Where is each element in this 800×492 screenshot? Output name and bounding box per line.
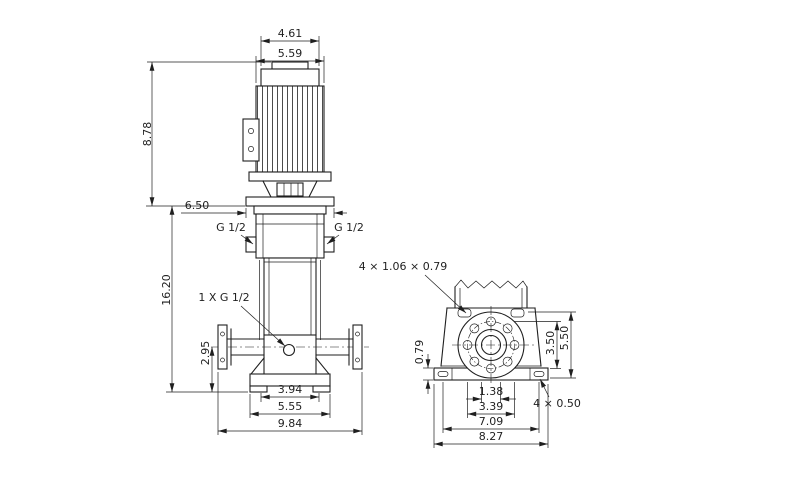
- dim-base-length: 8.27: [479, 430, 504, 443]
- dim-motor-width: 5.59: [278, 47, 303, 60]
- dim-port-height-group: 2.95: [199, 341, 215, 392]
- slot-note-label: 4 × 1.06 × 0.79: [359, 260, 447, 273]
- drain-label-group: 1 X G 1/2: [198, 291, 286, 347]
- foot-slot-left: [437, 371, 449, 377]
- dim-pump-height: 16.20: [160, 274, 173, 306]
- drain-port-label: 1 X G 1/2: [198, 291, 249, 304]
- dim-port-height: 2.95: [199, 341, 212, 366]
- dim-port-bore-group: 1.38: [466, 382, 516, 403]
- bolt-circle: [467, 321, 515, 369]
- dim-chamber-width: 3.94: [278, 383, 303, 396]
- head-port-right: [323, 236, 335, 253]
- head-port-left: [245, 236, 257, 253]
- foot-right: [312, 385, 331, 393]
- baseplate: [249, 373, 331, 387]
- discharge-flange-right: [315, 324, 363, 370]
- dim-motor-height-group: 8.78: [141, 61, 271, 207]
- dim-baseplate-height-group: 0.79: [413, 340, 433, 394]
- port-label-left: G 1/2: [216, 221, 246, 234]
- pump-base: [211, 324, 369, 393]
- dim-head-width-group: 6.50: [181, 199, 347, 218]
- dim-head-width: 6.50: [185, 199, 210, 212]
- dim-bolt-span-group: 3.50: [514, 321, 561, 369]
- dim-motor-height: 8.78: [141, 122, 154, 147]
- dim-base-width-group: 5.55: [249, 394, 331, 418]
- sleeve-break: [454, 279, 528, 309]
- foot-slot-right: [533, 371, 545, 377]
- dim-foot-spacing-group: 7.09: [442, 382, 540, 433]
- mounting-slot-left: [457, 308, 472, 318]
- foot-hole-note-group: 4 × 0.50: [533, 378, 581, 410]
- terminal-box: [242, 118, 260, 162]
- pump-head: [245, 213, 335, 259]
- port-labels: G 1/2 G 1/2: [216, 221, 364, 245]
- mounting-slot-right: [510, 308, 525, 318]
- dim-overall-width-group: 9.84: [217, 372, 363, 435]
- flange-face: [452, 306, 534, 384]
- dim-base-width: 5.55: [278, 400, 303, 413]
- dim-chamber-width-group: 3.94: [260, 383, 320, 402]
- foot-left: [249, 385, 268, 393]
- dim-pump-height-group: 16.20: [160, 206, 248, 393]
- dim-overall-width: 9.84: [278, 417, 303, 430]
- foot-hole-label: 4 × 0.50: [533, 397, 581, 410]
- dim-bolt-spacing-group: 3.39: [467, 382, 515, 418]
- side-view: 4 × 1.06 × 0.79 0.79 3.50 5.50: [359, 260, 581, 448]
- front-view: 4.61 5.59 8.78 16.20 6.50: [141, 27, 369, 435]
- dim-baseplate-height: 0.79: [413, 340, 426, 365]
- dim-base-length-group: 8.27: [433, 384, 549, 448]
- dim-flange-od-group: 5.50: [528, 311, 576, 379]
- chamber-stack: [259, 257, 321, 340]
- dim-flange-od: 5.50: [558, 326, 571, 351]
- dim-port-bore: 1.38: [479, 385, 504, 398]
- drain-port: [282, 343, 296, 357]
- motor-assembly: [242, 61, 335, 215]
- suction-flange-left: [217, 324, 265, 370]
- coupling: [276, 182, 304, 197]
- dim-bolt-spacing: 3.39: [479, 400, 504, 413]
- port-label-right: G 1/2: [334, 221, 364, 234]
- dim-motor-top-width: 4.61: [278, 27, 303, 40]
- dim-foot-spacing: 7.09: [479, 415, 504, 428]
- dim-motor-width-group: 5.59: [255, 47, 325, 83]
- slot-note-group: 4 × 1.06 × 0.79: [359, 260, 467, 314]
- dim-bolt-span: 3.50: [544, 331, 557, 356]
